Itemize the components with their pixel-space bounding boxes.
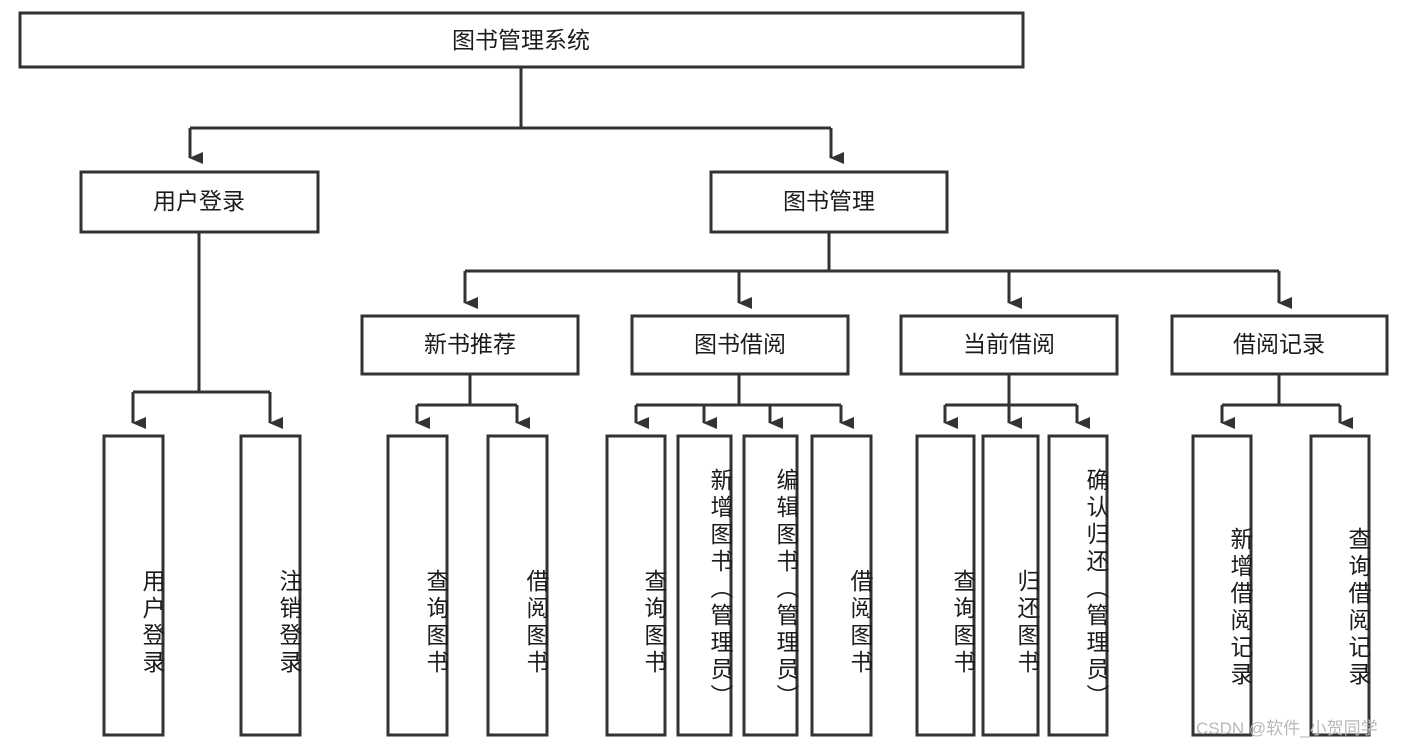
node-user-login-label: 用户登录 [153,188,245,214]
connector-newbook-to-leaves [415,374,530,429]
node-leaf-current-borrow-1[interactable] [915,434,976,737]
node-current-borrow[interactable]: 当前借阅 [899,314,1119,376]
node-book-borrow[interactable]: 图书借阅 [630,314,850,376]
connector-root-to-level2 [188,67,844,164]
node-book-management[interactable]: 图书管理 [709,170,949,234]
connector-bookmgmt-to-level3 [463,232,1292,309]
node-new-book-recommend-label: 新书推荐 [424,331,516,357]
node-leaf-book-borrow-3[interactable] [742,434,799,737]
node-root[interactable]: 图书管理系统 [18,11,1025,69]
connector-currentborrow-to-leaves [943,374,1090,429]
node-leaf-borrow-record-1[interactable] [1191,434,1253,737]
node-borrow-record[interactable]: 借阅记录 [1170,314,1389,376]
connector-userlogin-to-leaves [131,232,283,429]
csdn-watermark: CSDN @软件_小贺同学 [1196,719,1378,738]
node-user-login[interactable]: 用户登录 [79,170,320,234]
node-leaf-book-borrow-4[interactable] [810,434,873,737]
node-new-book-recommend[interactable]: 新书推荐 [360,314,580,376]
node-current-borrow-label: 当前借阅 [963,331,1055,357]
connector-borrowrecord-to-leaves [1220,374,1353,429]
node-book-management-label: 图书管理 [783,188,875,214]
node-leaf-book-borrow-2[interactable] [676,434,733,737]
node-leaf-new-book-1[interactable] [386,434,449,737]
node-leaf-book-borrow-1[interactable] [605,434,667,737]
node-leaf-user-login-2[interactable] [239,434,302,737]
node-leaf-user-login-1[interactable] [102,434,165,737]
node-leaf-new-book-2[interactable] [486,434,549,737]
node-leaf-current-borrow-2[interactable] [981,434,1040,737]
node-borrow-record-label: 借阅记录 [1233,331,1325,357]
node-book-borrow-label: 图书借阅 [694,331,786,357]
node-leaf-borrow-record-2[interactable] [1309,434,1371,737]
connector-bookborrow-to-leaves [634,374,854,429]
node-leaf-current-borrow-3[interactable] [1047,434,1109,737]
node-root-label: 图书管理系统 [452,27,590,53]
